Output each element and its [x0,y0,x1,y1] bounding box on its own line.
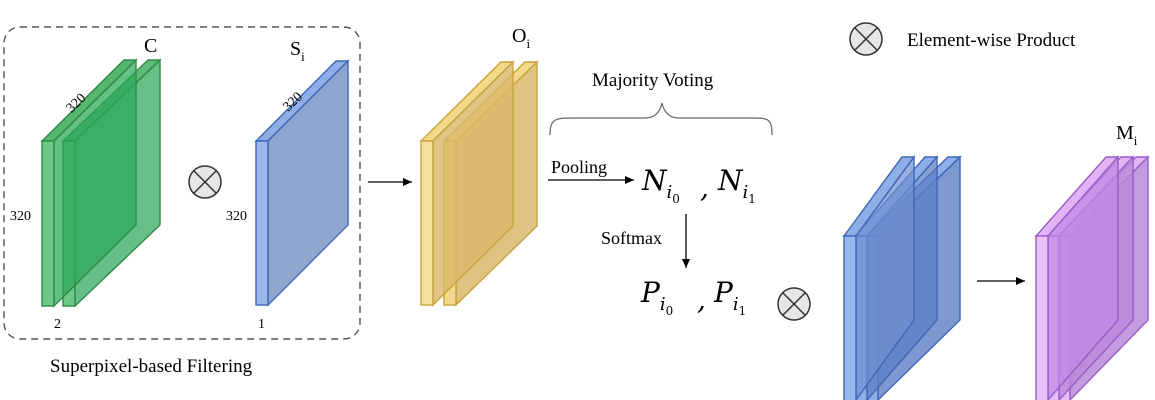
softmax-label: Softmax [601,228,662,248]
pooling-label: Pooling [551,157,607,177]
legend: Element-wise Product [849,22,1076,56]
s-slice-front [255,140,269,306]
majority-voting-title: Majority Voting [592,70,714,91]
p-separator: , [697,283,706,316]
p-i0-term: Pi0 [640,276,673,318]
c-slice-front-front [41,140,55,307]
m-label: Mi [1116,122,1138,148]
c-height-label: 320 [10,209,31,224]
s-height-label: 320 [226,209,247,224]
blue-slice-1-front [843,235,857,400]
m-tensor [1034,155,1150,400]
n-i0-term: Ni0 [641,164,680,206]
c-tensor [40,58,162,308]
m-slice-1-front [1035,235,1049,400]
majority-voting-brace [549,102,773,136]
c-label: C [144,35,157,57]
s-tensor [254,59,350,307]
n-separator: , [700,171,709,204]
c-channels-label: 2 [54,317,61,332]
blue-tensor-stack [842,154,962,400]
circle-times-icon-filter [188,165,222,199]
filtering-box-label: Superpixel-based Filtering [50,356,253,377]
circle-times-icon-voting [777,287,811,321]
s-channels-label: 1 [258,317,265,332]
legend-label: Element-wise Product [907,30,1076,51]
o-label: Oi [512,25,530,51]
s-label: Si [290,38,305,64]
o-slice-front-front [420,140,434,306]
circle-times-icon [849,22,883,56]
n-i1-term: Ni1 [717,164,756,206]
o-tensor [419,60,539,307]
filtering-dashed-box [3,26,361,340]
p-i1-term: Pi1 [713,276,746,318]
